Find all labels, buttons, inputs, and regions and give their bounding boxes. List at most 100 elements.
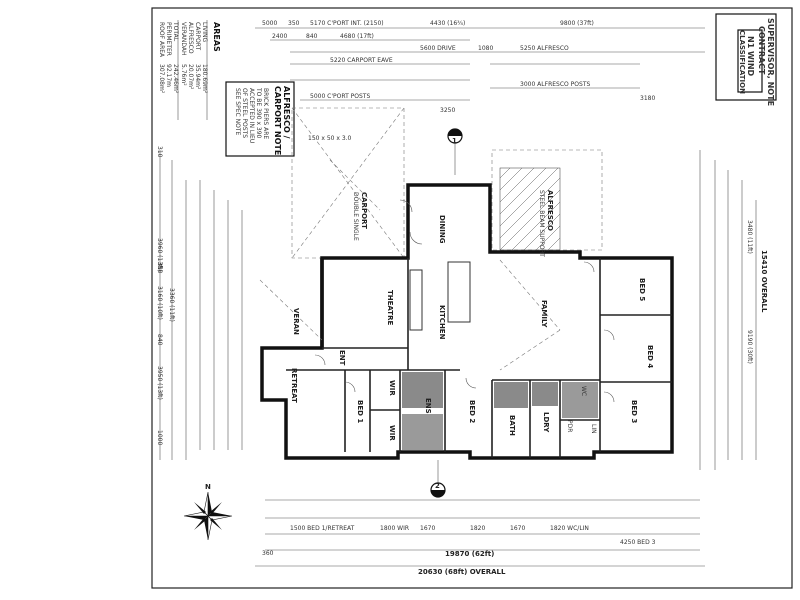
bottom-dim-3: 1670	[420, 525, 435, 532]
bottom-dim-left: 360	[262, 550, 274, 557]
compass-rose: N	[183, 483, 233, 541]
right-dimensions: 15410 OVERALL 3480 (11ft) 9190 (30ft)	[699, 150, 768, 470]
right-dim-1: 3480 (11ft)	[746, 220, 753, 254]
room-wc: WC	[580, 386, 587, 396]
title-block: SUPERVISOR, NOTE CONTRACT N1 WIND CLASSI…	[715, 13, 777, 106]
door-bed5	[583, 261, 595, 273]
areas-heading: AREAS	[212, 22, 221, 52]
left-dim-5: 840	[156, 334, 163, 346]
door-bed2	[465, 377, 477, 389]
room-carport-sub: DOUBLE SINGLE	[352, 192, 359, 241]
alfresco-hatch-area	[499, 167, 561, 251]
title-line-1: SUPERVISOR, NOTE	[766, 18, 775, 106]
compass-n	[208, 492, 212, 516]
bottom-dimensions: 1500 BED 1/RETREAT 1800 WIR 1670 1820 16…	[255, 499, 705, 576]
areas-row-6-label: PERIMETER	[165, 22, 172, 56]
top-dim-5: 9800 (37ft)	[560, 20, 594, 27]
bath-fixture	[494, 382, 528, 408]
areas-row-4-value: 5.76m²	[180, 64, 187, 86]
roof-line-4	[329, 159, 381, 211]
areas-table: AREAS LIVING 180.69m² CARPORT 35.94m² AL…	[158, 20, 221, 120]
roof-line-3	[259, 279, 323, 341]
compass-nw	[194, 502, 206, 514]
door-swings	[314, 199, 615, 403]
room-lin: LIN	[590, 424, 597, 434]
kitchen-island	[447, 261, 471, 323]
room-alfresco-sub: STEEL BEAM SUPPORT	[538, 190, 545, 257]
areas-row-6-value: 92.17m	[165, 64, 172, 87]
compass-e-half	[207, 515, 233, 521]
compass-sw	[194, 518, 206, 530]
sheet-border	[151, 7, 793, 589]
areas-row-4-label: VERANDAH	[180, 22, 187, 56]
room-pdr: PDR	[566, 420, 573, 432]
top-dim-9: 5600 DRIVE	[420, 45, 456, 52]
external-walls	[260, 183, 674, 460]
door-bed3	[603, 391, 615, 403]
top-dim-7: 840	[306, 33, 318, 40]
note-box	[225, 81, 295, 157]
room-bed2: BED 2	[468, 400, 476, 423]
areas-row-5-value: 242.46m²	[172, 64, 179, 94]
door-dining-2	[409, 231, 423, 245]
left-dim-4: 3360 (11ft)	[168, 288, 175, 322]
room-ens: ENS	[424, 398, 432, 414]
areas-row-7-label: ROOF AREA	[158, 22, 165, 58]
top-dimensions: 5000 350 5170 C'PORT INT. (2150) 4430 (1…	[255, 20, 705, 142]
section-2-label: 2	[435, 482, 440, 490]
compass-w	[184, 516, 208, 520]
room-bed1: BED 1	[356, 400, 364, 423]
top-dim-12: 5220 CARPORT EAVE	[330, 57, 393, 64]
note-body-3: ACCEPTED IN LIEU	[248, 88, 255, 143]
areas-row-3-label: ALFRESCO	[187, 22, 194, 54]
note-heading-1: ALFRESCO /	[282, 86, 291, 139]
door-entry	[314, 354, 326, 366]
right-dim-2: 9190 (30ft)	[746, 330, 753, 364]
top-dim-8: 4680 (17ft)	[340, 33, 374, 40]
bottom-dim-overall: 20630 (68ft) OVERALL	[418, 568, 506, 576]
kitchen-bench	[409, 269, 423, 331]
room-wir-2: WIR	[388, 425, 396, 441]
compass-w-half	[183, 511, 209, 517]
top-dim-16: 3180	[640, 95, 655, 102]
room-dining: DINING	[438, 215, 446, 244]
left-dim-8: 310	[156, 146, 163, 158]
roof-lines	[259, 159, 561, 371]
room-labels: CARPORT DOUBLE SINGLE DINING ALFRESCO ST…	[290, 190, 654, 441]
note-body-5: SEE SPEC NOTE	[234, 88, 241, 135]
wet-areas	[402, 261, 598, 450]
room-bed4: BED 4	[646, 345, 654, 368]
section-2-fill	[431, 490, 445, 497]
bottom-dim-1: 1500 BED 1/RETREAT	[290, 525, 355, 532]
roof-line-1	[499, 259, 561, 331]
top-dim-17: 150 x 50 x 3.0	[308, 135, 352, 142]
top-dim-15: 3250	[440, 107, 455, 114]
compass-label: N	[205, 483, 211, 491]
top-dim-3: 5170 C'PORT INT. (2150)	[310, 20, 384, 27]
top-dim-13: 3000 ALFRESCO POSTS	[520, 81, 590, 88]
areas-row-1-label: LIVING	[201, 22, 208, 42]
areas-row-5-label: TOTAL	[172, 21, 179, 42]
bottom-dim-6: 1820 WC/LIN	[550, 525, 589, 532]
room-carport: CARPORT	[360, 192, 368, 229]
left-dim-3: 3160 (10ft)	[156, 286, 163, 320]
room-verandah: VERAN	[292, 308, 300, 335]
section-markers: 1 2	[430, 128, 463, 498]
room-family: FAMILY	[540, 300, 548, 328]
outdoor-structures	[291, 107, 603, 259]
top-dim-1: 5000	[262, 20, 277, 27]
bottom-dim-5: 1670	[510, 525, 525, 532]
bottom-dim-4: 1820	[470, 525, 485, 532]
ldry-fixture	[532, 382, 558, 406]
title-line-3: N1 WIND	[746, 36, 755, 77]
section-1-label: 1	[452, 137, 457, 145]
compass-se	[210, 518, 222, 530]
note-body-2: TO BE 390 x 390	[255, 87, 262, 139]
right-dim-overall: 15410 OVERALL	[760, 250, 768, 313]
title-line-2: CONTRACT	[757, 26, 766, 75]
title-block-inner	[737, 29, 763, 93]
top-dim-4: 4430 (16¾)	[430, 20, 465, 27]
room-entry: ENT	[338, 350, 346, 366]
left-dim-2: 350	[156, 262, 163, 274]
door-bed1	[344, 381, 356, 393]
